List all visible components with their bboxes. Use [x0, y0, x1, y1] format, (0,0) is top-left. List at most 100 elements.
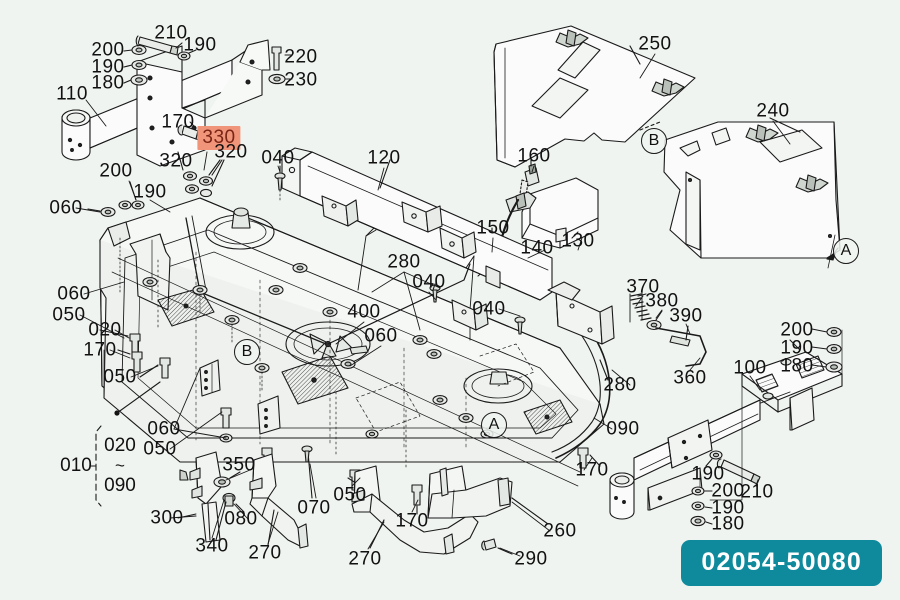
callout-number[interactable]: 170	[395, 510, 429, 532]
callout-number[interactable]: 190	[91, 56, 125, 78]
callout-number[interactable]: 190	[133, 181, 167, 203]
callout-number[interactable]: 200	[780, 319, 814, 341]
section-reference-a[interactable]: A	[481, 412, 507, 438]
section-reference-b[interactable]: B	[641, 128, 667, 154]
callout-number[interactable]: 180	[91, 72, 125, 94]
bolt-170-c	[577, 447, 601, 469]
range-label-main: 010	[60, 455, 92, 477]
callout-number[interactable]: 320	[214, 141, 248, 163]
part-290-bolt	[481, 538, 513, 555]
callout-number[interactable]: 200	[99, 160, 133, 182]
part-270-chute-right	[351, 465, 479, 555]
callout-number[interactable]: 280	[387, 251, 421, 273]
callout-number[interactable]: 300	[150, 507, 184, 529]
callout-number[interactable]: 060	[49, 197, 83, 219]
right-rear-arm-tube	[609, 329, 843, 527]
callout-number[interactable]: 120	[367, 147, 401, 169]
callout-number[interactable]: 190	[780, 337, 814, 359]
range-from: 020	[104, 435, 136, 457]
callout-number[interactable]: 400	[347, 301, 381, 323]
callout-number[interactable]: 240	[756, 100, 790, 122]
part-230-washer	[268, 73, 293, 85]
part-120-main-bar	[281, 147, 553, 301]
callout-number[interactable]: 210	[740, 481, 774, 503]
callout-number[interactable]: 060	[364, 325, 398, 347]
callout-number[interactable]: 190	[183, 34, 217, 56]
callout-number[interactable]: 200	[91, 39, 125, 61]
callout-number[interactable]: 060	[147, 418, 181, 440]
callout-number[interactable]: 190	[711, 497, 745, 519]
part-number-badge[interactable]: 02054-50080	[681, 540, 882, 586]
callout-number[interactable]: 050	[143, 438, 177, 460]
range-label-span: 020 ~ 090	[104, 436, 136, 496]
callout-number[interactable]: 180	[711, 513, 745, 535]
range-to: 090	[104, 474, 136, 496]
bolt-170-a	[117, 349, 143, 373]
callout-number[interactable]: 190	[691, 463, 725, 485]
range-label-010: 010	[60, 456, 92, 476]
fastener-stack-top-left	[123, 44, 148, 86]
callout-number[interactable]: 350	[222, 454, 256, 476]
callout-number[interactable]: 370	[626, 276, 660, 298]
callout-number[interactable]: 210	[154, 22, 188, 44]
callout-number[interactable]: 110	[56, 83, 88, 105]
callout-number[interactable]: 040	[261, 147, 295, 169]
callout-number[interactable]: 070	[297, 497, 331, 519]
callout-number[interactable]: 040	[412, 271, 446, 293]
callout-number[interactable]: 050	[333, 484, 367, 506]
part-250-cover	[493, 25, 696, 168]
callout-number[interactable]: 160	[517, 145, 551, 167]
callout-number[interactable]: 170	[83, 339, 117, 361]
callout-number[interactable]: 340	[195, 535, 229, 557]
callout-number[interactable]: 290	[514, 548, 548, 570]
callout-number[interactable]: 280	[603, 374, 637, 396]
part-260-rear-shield	[427, 465, 549, 525]
callout-number[interactable]: 150	[476, 217, 510, 239]
part-280-right-bracket	[547, 281, 615, 381]
part-070-chute-detail	[301, 445, 313, 499]
callout-number[interactable]: 170	[575, 459, 609, 481]
bolt-170-b	[411, 484, 423, 515]
part-190-washer-top	[177, 49, 197, 61]
callout-number[interactable]: 360	[673, 367, 707, 389]
bolt-050-c	[220, 407, 232, 429]
callout-number[interactable]: 260	[543, 520, 577, 542]
callout-number[interactable]: 220	[284, 46, 318, 68]
callout-number[interactable]: 200	[711, 480, 745, 502]
callout-number[interactable]: 170	[161, 111, 195, 133]
part-240-cover	[663, 117, 841, 269]
range-bracket-010	[89, 381, 161, 507]
callout-number[interactable]: 050	[52, 304, 86, 326]
part-300-blade-assembly	[169, 451, 245, 543]
callout-number[interactable]: 080	[224, 508, 258, 530]
callout-number[interactable]: 390	[669, 305, 703, 327]
callout-number[interactable]: 060	[57, 283, 91, 305]
part-320-cluster	[177, 151, 225, 198]
callout-number[interactable]: 250	[638, 33, 672, 55]
part-110-bracket-plate	[136, 45, 206, 167]
mower-deck-body	[99, 195, 611, 487]
fastener-stack-right	[811, 327, 843, 373]
callout-number[interactable]: 040	[472, 298, 506, 320]
part-380-washer	[646, 310, 663, 331]
callout-number[interactable]: 270	[248, 542, 282, 564]
callout-number[interactable]: 270	[348, 548, 382, 570]
callout-number[interactable]: 090	[606, 418, 640, 440]
part-130-housing	[521, 177, 599, 249]
section-reference-b[interactable]: B	[234, 339, 260, 365]
callout-number[interactable]: 020	[88, 319, 122, 341]
part-220-bolt	[271, 46, 293, 71]
callout-number[interactable]: 380	[645, 290, 679, 312]
callout-number[interactable]: 130	[561, 230, 595, 252]
callout-number[interactable]: 230	[284, 69, 318, 91]
callout-number[interactable]: 050	[103, 366, 137, 388]
callout-number[interactable]: 180	[780, 355, 814, 377]
part-210-bolt-top	[135, 35, 183, 56]
callout-number[interactable]: 140	[520, 237, 554, 259]
callout-number[interactable]: 320	[159, 150, 193, 172]
callout-number[interactable]: 100	[733, 357, 767, 379]
section-reference-a[interactable]: A	[833, 238, 859, 264]
callout-number-highlighted[interactable]: 330	[197, 126, 241, 150]
